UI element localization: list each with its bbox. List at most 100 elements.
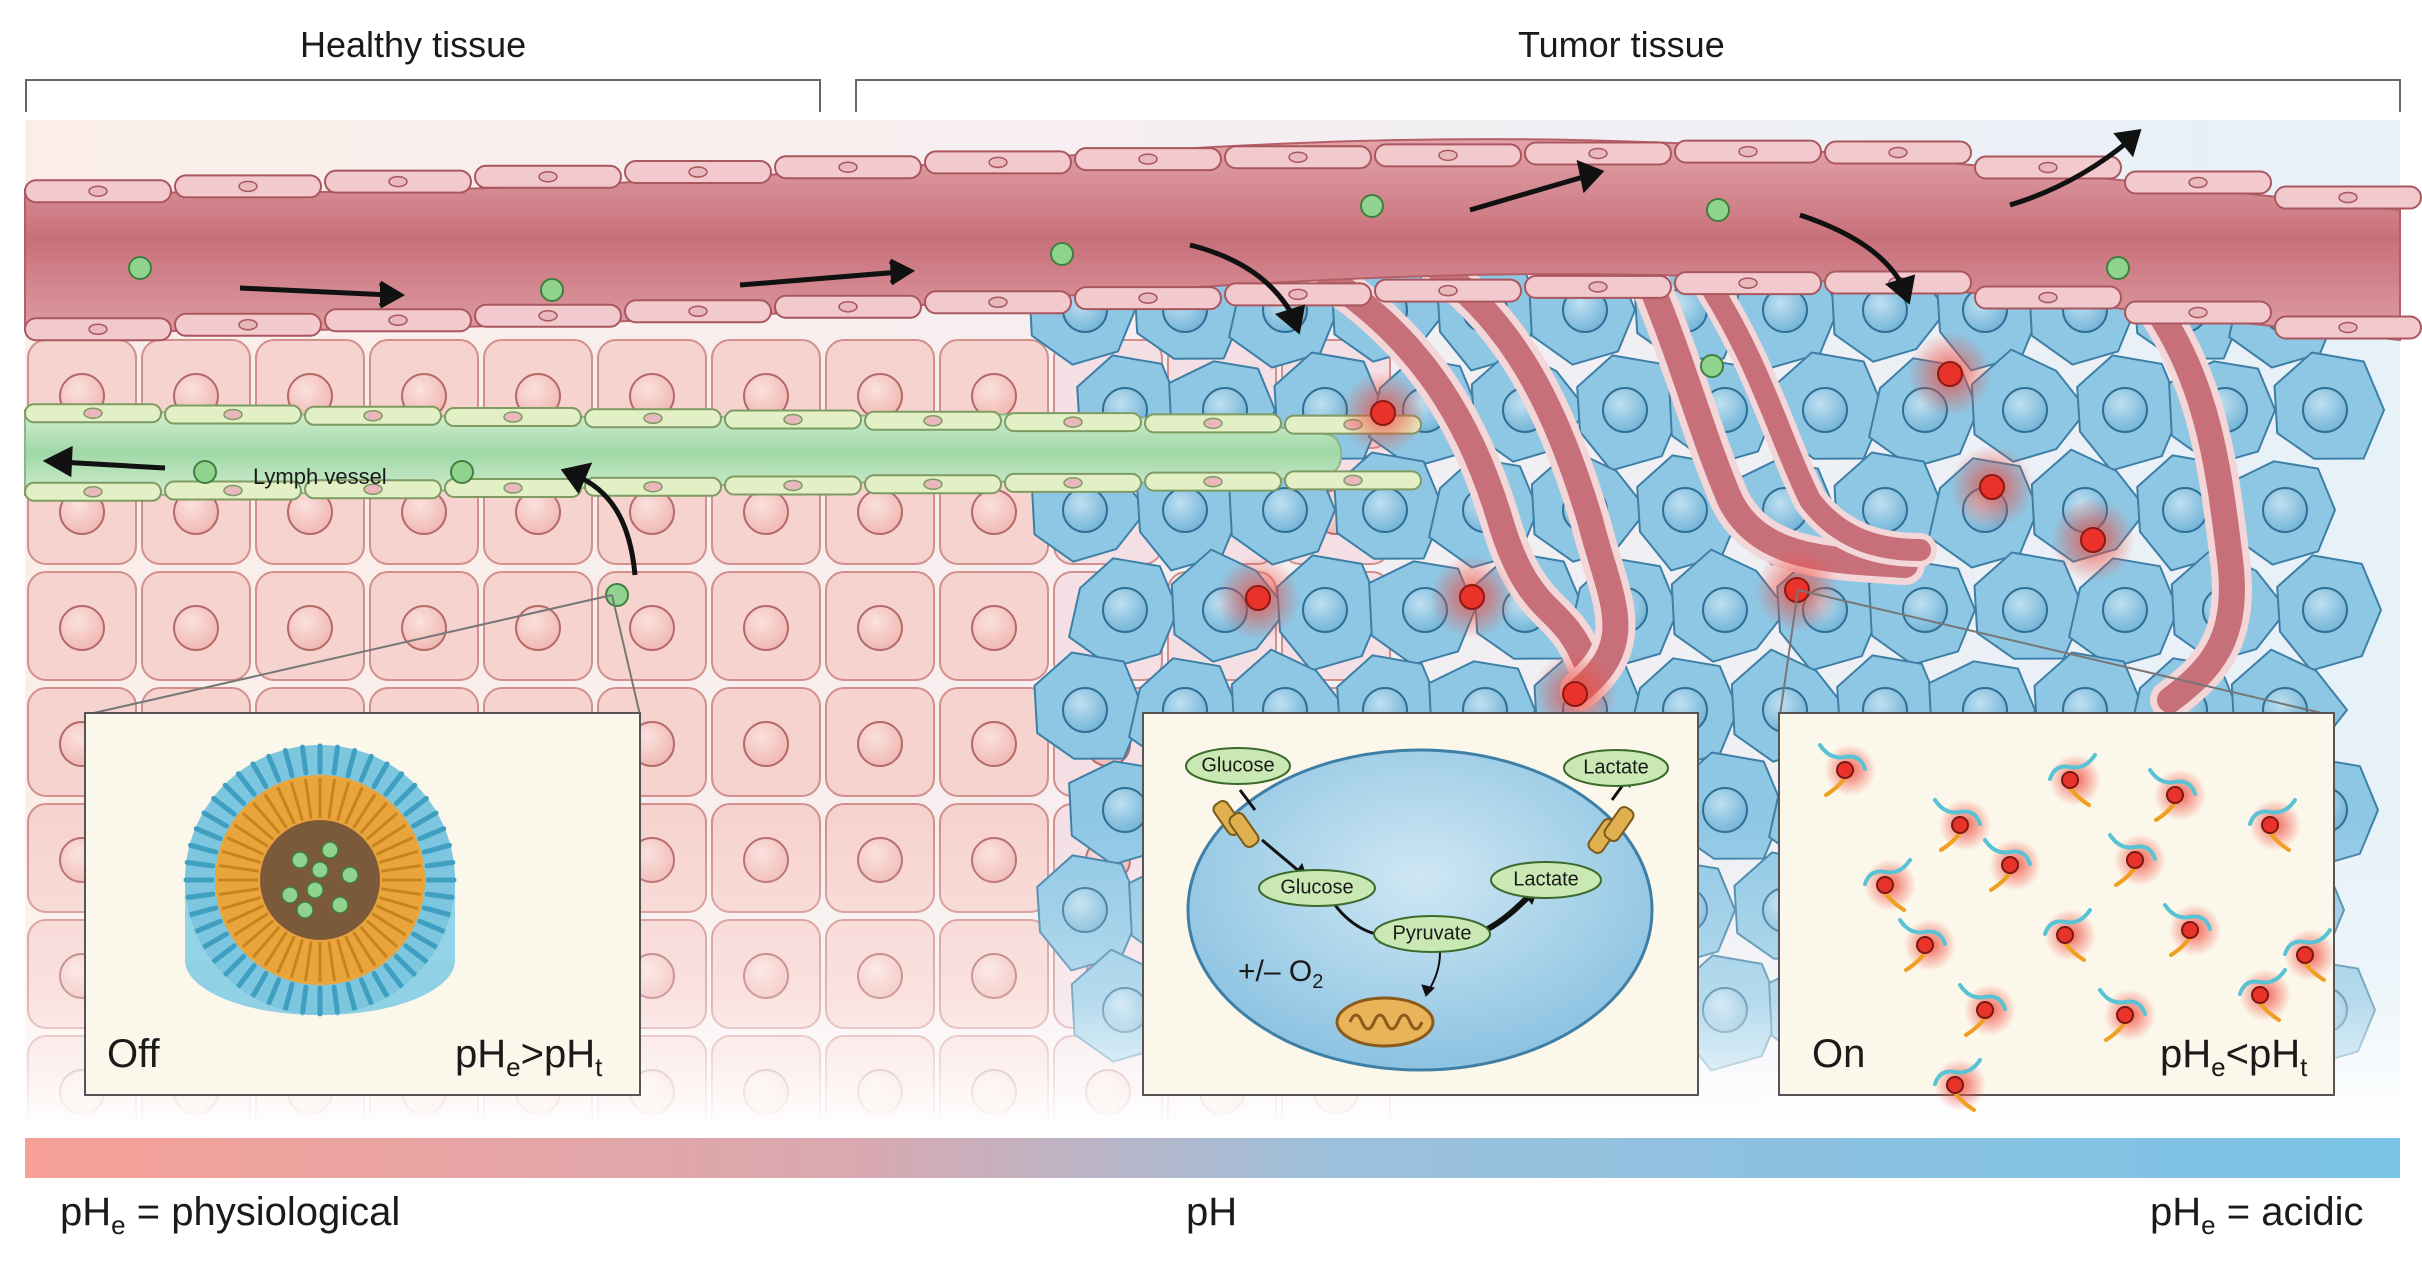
- cell-nucleus: [743, 489, 789, 535]
- micelle-icon: [183, 743, 457, 1017]
- cell-nucleus: [2102, 587, 2148, 633]
- cell-nucleus: [287, 605, 333, 651]
- endothelial-cell: [474, 164, 622, 189]
- cell-nucleus: [1162, 487, 1208, 533]
- healthy-cell: [939, 571, 1049, 681]
- on-state-label: On: [1812, 1032, 1866, 1076]
- endothelial-cell: [164, 480, 302, 501]
- endothelial-cell: [1074, 286, 1222, 311]
- unimer: [1863, 858, 1916, 912]
- endothelial-cell: [474, 303, 622, 328]
- endothelial-cell: [1224, 282, 1372, 307]
- cell-nucleus: [1362, 487, 1408, 533]
- cell-nucleus: [630, 1186, 674, 1230]
- tumor-cell: [1068, 557, 1179, 669]
- tumor-capillaries: [1310, 240, 2252, 720]
- endothelial-cell: [164, 404, 302, 425]
- unimer: [2108, 833, 2166, 887]
- pyruvate: Pyruvate: [1392, 922, 1472, 945]
- unimer: [2048, 753, 2101, 807]
- tumor-cell: [1576, 354, 1682, 472]
- cell-nucleus: [1662, 487, 1708, 533]
- physiological-ph-label: pHe = physiological: [60, 1190, 401, 1240]
- tumor-cell: [1973, 551, 2085, 660]
- healthy-cell: [27, 571, 137, 681]
- unimer: [1933, 1058, 1986, 1112]
- inset-off: [84, 712, 641, 1096]
- tumor-cell: [2076, 354, 2182, 472]
- unimer: [2148, 768, 2206, 822]
- endothelial-cell: [724, 475, 862, 496]
- nanoparticle-off: [1050, 242, 1074, 266]
- cell-nucleus: [1702, 587, 1748, 633]
- acidic-ph-label: pHe = acidic: [2150, 1190, 2364, 1240]
- endothelial-cell: [1824, 140, 1972, 165]
- mitochondrion-icon: [1335, 996, 1435, 1048]
- endothelial-cell: [1524, 274, 1672, 299]
- endothelial-cell: [1374, 278, 1522, 303]
- glucose-outside: Glucose: [1201, 754, 1275, 777]
- endothelial-cell: [444, 407, 582, 428]
- endothelial-cell: [1674, 271, 1822, 296]
- endothelial-cell: [304, 479, 442, 500]
- endothelial-cell: [2124, 300, 2272, 325]
- on-ph-condition: pHe<pHt: [2160, 1032, 2308, 1082]
- endothelial-cell: [1004, 472, 1142, 493]
- cell-nucleus: [743, 605, 789, 651]
- tumor-cell: [1033, 651, 1145, 760]
- nanoparticle-off: [1360, 194, 1384, 218]
- endothelial-cell: [174, 174, 322, 199]
- cargo-particle: [291, 851, 309, 869]
- endothelial-cell: [444, 477, 582, 498]
- endothelial-cell: [724, 409, 862, 430]
- lactate-outside: Lactate: [1583, 756, 1649, 779]
- endothelial-cell: [1674, 139, 1822, 164]
- nanoparticle-off: [2106, 256, 2130, 280]
- cell-nucleus: [857, 489, 903, 535]
- nanoparticle-on: [1341, 371, 1425, 455]
- endothelial-cell: [1284, 470, 1422, 491]
- unimer: [2043, 908, 2096, 962]
- healthy-cell: [825, 687, 935, 797]
- cell-nucleus: [971, 721, 1017, 767]
- cell-nucleus: [858, 1186, 902, 1230]
- endothelial-cell: [774, 294, 922, 319]
- nanoparticle-on: [1950, 445, 2034, 529]
- cell-nucleus: [1802, 387, 1848, 433]
- cell-nucleus: [1302, 587, 1348, 633]
- lymph-vessel-label: Lymph vessel: [253, 464, 387, 489]
- tumor-cell-membrane: [1186, 748, 1654, 1072]
- endothelial-cell: [2274, 185, 2422, 210]
- cargo-particle: [321, 841, 339, 859]
- oxygen-label: +/– O2: [1238, 955, 1324, 993]
- healthy-cell: [141, 571, 251, 681]
- healthy-cell: [825, 571, 935, 681]
- tumor-cell: [2276, 554, 2382, 672]
- lymph-vessel: [24, 403, 1422, 502]
- healthy-cell: [711, 687, 821, 797]
- cell-nucleus: [2002, 387, 2048, 433]
- unimer: [1958, 983, 2016, 1037]
- endothelial-cell: [774, 155, 922, 180]
- endothelial-cell: [24, 317, 172, 342]
- nanoparticle-off: [605, 583, 629, 607]
- endothelial-cell: [624, 160, 772, 184]
- endothelial-cell: [324, 169, 472, 194]
- endothelial-cell: [1144, 471, 1282, 492]
- unimer: [2283, 928, 2336, 982]
- tumor-bracket: [855, 79, 2401, 112]
- cell-nucleus: [2302, 387, 2348, 433]
- cargo-particle: [331, 896, 349, 914]
- endothelial-cell: [1074, 147, 1222, 172]
- lactate-transporter-icon: [1587, 806, 1635, 854]
- unimer: [2163, 903, 2221, 957]
- unimer: [2248, 798, 2301, 852]
- endothelial-cell: [24, 481, 162, 502]
- cell-nucleus: [516, 1186, 560, 1230]
- endothelial-cell: [24, 179, 172, 204]
- healthy-tissue-label: Healthy tissue: [300, 24, 527, 65]
- endothelial-cell: [2124, 170, 2272, 195]
- nanoparticle-off: [128, 256, 152, 280]
- cell-nucleus: [1602, 387, 1648, 433]
